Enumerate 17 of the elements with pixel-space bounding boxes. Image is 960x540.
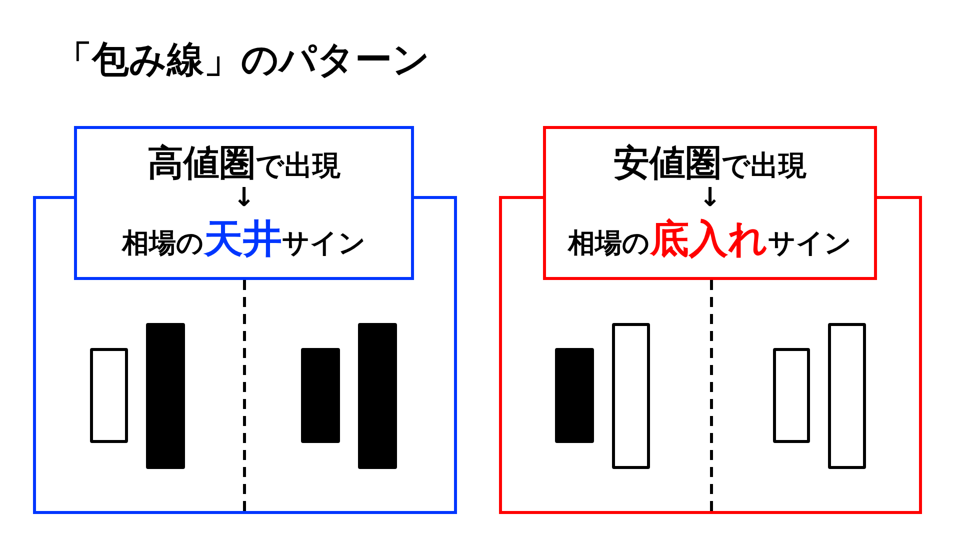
diagram-title: 「包み線」のパターン: [55, 38, 430, 82]
candlestick: [555, 348, 594, 443]
candlestick: [773, 348, 810, 443]
sign-text: 相場の底入れサイン: [568, 218, 852, 264]
candlestick: [90, 348, 128, 443]
candlestick: [358, 323, 397, 469]
header-box: [74, 126, 414, 280]
candlestick: [301, 348, 340, 443]
header-box: [543, 126, 877, 280]
heading-text: 安値圏で出現: [614, 142, 806, 184]
sign-text: 相場の天井サイン: [122, 218, 366, 264]
down-arrow: ↓: [699, 184, 721, 214]
heading-text: 高値圏で出現: [148, 142, 340, 184]
candlestick: [146, 323, 185, 469]
candlestick: [828, 323, 866, 469]
candlestick: [612, 323, 650, 469]
down-arrow: ↓: [233, 184, 255, 214]
